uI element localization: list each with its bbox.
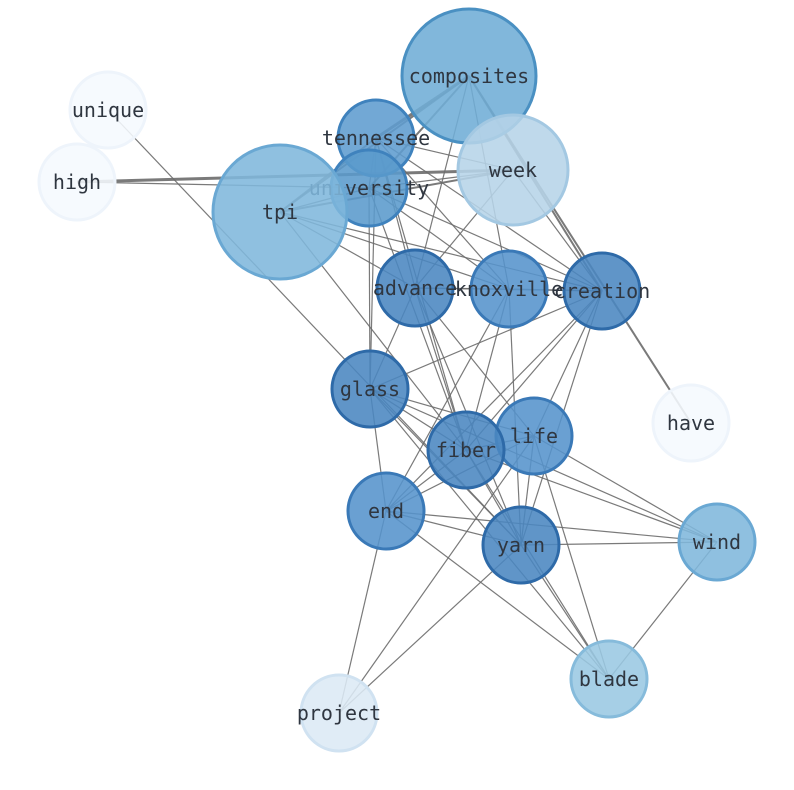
edge-life-blade <box>533 435 610 680</box>
node-creation: creation <box>554 251 650 331</box>
edge-end-blade <box>385 510 610 680</box>
node-label-tpi: tpi <box>262 200 298 224</box>
node-circle-fiber <box>426 410 506 490</box>
edge-yarn-project <box>338 544 522 714</box>
node-tennessee: tennessee <box>322 98 430 178</box>
node-label-blade: blade <box>579 667 639 691</box>
node-label-yarn: yarn <box>497 533 545 557</box>
node-circle-wind <box>677 502 757 582</box>
node-week: week <box>456 113 570 227</box>
node-circle-high <box>37 142 117 222</box>
node-life: life <box>494 396 574 476</box>
node-label-fiber: fiber <box>436 438 496 462</box>
node-high: high <box>37 142 117 222</box>
edge-knoxville-end <box>385 288 510 512</box>
node-label-unique: unique <box>72 98 144 122</box>
node-label-project: project <box>297 701 381 725</box>
node-yarn: yarn <box>481 505 561 585</box>
edge-life-project <box>338 435 535 714</box>
node-label-creation: creation <box>554 279 650 303</box>
node-label-wind: wind <box>693 530 741 554</box>
node-circle-knoxville <box>469 249 549 329</box>
node-label-life: life <box>510 424 558 448</box>
node-label-week: week <box>489 158 537 182</box>
node-label-glass: glass <box>340 377 400 401</box>
node-project: project <box>297 673 381 753</box>
node-circle-glass <box>330 349 410 429</box>
node-circle-unique <box>68 70 148 150</box>
node-circle-project <box>299 673 379 753</box>
node-knoxville: knoxville <box>455 249 563 329</box>
node-circle-advance <box>375 248 455 328</box>
edge-university-creation <box>368 187 603 292</box>
node-circle-tpi <box>211 143 349 281</box>
edge-creation-end <box>385 290 603 512</box>
node-fiber: fiber <box>426 410 506 490</box>
node-circle-have <box>651 383 731 463</box>
node-have: have <box>651 383 731 463</box>
edge-creation-glass <box>369 290 603 390</box>
node-advance: advance <box>373 248 457 328</box>
node-composites: composites <box>400 7 538 145</box>
node-blade: blade <box>569 639 649 719</box>
node-label-composites: composites <box>409 64 529 88</box>
node-label-knoxville: knoxville <box>455 277 563 301</box>
node-circle-week <box>456 113 570 227</box>
node-label-tennessee: tennessee <box>322 126 430 150</box>
node-label-high: high <box>53 170 101 194</box>
node-circle-yarn <box>481 505 561 585</box>
node-glass: glass <box>330 349 410 429</box>
node-tpi: tpi <box>211 143 349 281</box>
node-wind: wind <box>677 502 757 582</box>
node-label-have: have <box>667 411 715 435</box>
node-end: end <box>346 471 426 551</box>
node-circle-end <box>346 471 426 551</box>
node-circle-creation <box>562 251 642 331</box>
node-unique: unique <box>68 70 148 150</box>
node-label-advance: advance <box>373 276 457 300</box>
node-circle-blade <box>569 639 649 719</box>
node-label-end: end <box>368 499 404 523</box>
